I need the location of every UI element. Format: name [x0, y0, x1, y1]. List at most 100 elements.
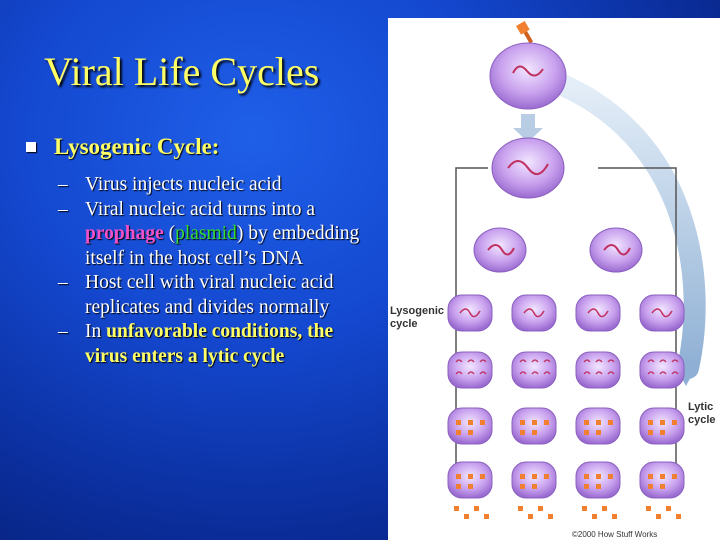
- host-cell-icon: [511, 407, 557, 445]
- viral-fragment-icon: [543, 371, 551, 375]
- unfavorable-conditions-term: unfavorable conditions, the virus enters…: [85, 321, 334, 367]
- viral-fragment-icon: [659, 359, 667, 363]
- phage-icon: [596, 474, 601, 479]
- phage-icon: [456, 474, 461, 479]
- lysogenic-label-1: Lysogenic: [390, 305, 444, 317]
- phage-icon: [532, 484, 537, 489]
- bullet-text: ) by embedding itself in the host cell’s…: [85, 223, 360, 269]
- sub-bullet-2: – Viral nucleic acid turns into a propha…: [58, 198, 378, 272]
- viral-dna-icon: [487, 244, 515, 256]
- sub-bullet-list: – Virus injects nucleic acid – Viral nuc…: [58, 173, 378, 369]
- bullet-text: (: [163, 223, 176, 244]
- phage-icon: [648, 420, 653, 425]
- viral-life-cycle-diagram: Lysogenic cycle Lytic cycle ©2000 How St…: [388, 18, 720, 540]
- viral-dna-icon: [587, 308, 609, 318]
- phage-icon: [660, 430, 665, 435]
- viral-fragment-icon: [583, 371, 591, 375]
- host-cell-icon: [511, 461, 557, 499]
- phage-icon: [520, 430, 525, 435]
- viral-fragment-icon: [671, 359, 679, 363]
- host-cell-icon: [447, 461, 493, 499]
- phage-icon: [660, 474, 665, 479]
- plasmid-term: plasmid: [175, 223, 237, 244]
- viral-fragment-icon: [531, 359, 539, 363]
- infected-cell-icon: [489, 42, 567, 110]
- phage-icon: [520, 484, 525, 489]
- released-phage-icon: [484, 514, 489, 519]
- released-phage-icon: [612, 514, 617, 519]
- viral-fragment-icon: [467, 371, 475, 375]
- viral-fragment-icon: [455, 371, 463, 375]
- phage-icon: [456, 430, 461, 435]
- viral-dna-icon: [459, 308, 481, 318]
- dash-marker: –: [58, 321, 68, 342]
- phage-icon: [584, 430, 589, 435]
- phage-icon: [596, 430, 601, 435]
- released-phage-icon: [656, 514, 661, 519]
- phage-icon: [468, 420, 473, 425]
- phage-icon: [608, 420, 613, 425]
- viral-fragment-icon: [479, 371, 487, 375]
- slide-title: Viral Life Cycles: [44, 49, 320, 94]
- host-cell-icon: [447, 351, 493, 389]
- phage-icon: [648, 484, 653, 489]
- phage-icon: [456, 484, 461, 489]
- released-phage-icon: [528, 514, 533, 519]
- phage-icon: [532, 430, 537, 435]
- phage-icon: [480, 474, 485, 479]
- viral-dna-icon: [603, 244, 631, 256]
- released-phage-icon: [538, 506, 543, 511]
- lytic-label-1: Lytic: [688, 401, 713, 413]
- lytic-label-2: cycle: [688, 414, 716, 426]
- copyright-text: ©2000 How Stuff Works: [572, 530, 657, 539]
- viral-fragment-icon: [671, 371, 679, 375]
- viral-fragment-icon: [595, 371, 603, 375]
- viral-fragment-icon: [519, 359, 527, 363]
- viral-dna-icon: [507, 160, 549, 175]
- phage-icon: [520, 474, 525, 479]
- viral-fragment-icon: [659, 371, 667, 375]
- viral-fragment-icon: [519, 371, 527, 375]
- viral-fragment-icon: [647, 359, 655, 363]
- released-phage-icon: [454, 506, 459, 511]
- released-phage-icon: [602, 506, 607, 511]
- phage-icon: [520, 420, 525, 425]
- phage-icon: [648, 474, 653, 479]
- diagram-svg: Lysogenic cycle Lytic cycle ©2000 How St…: [390, 21, 716, 539]
- bullet-text: In: [85, 321, 107, 342]
- phage-icon: [456, 420, 461, 425]
- sub-bullet-4: – In unfavorable conditions, the virus e…: [58, 320, 378, 369]
- viral-fragment-icon: [595, 359, 603, 363]
- viral-fragment-icon: [543, 359, 551, 363]
- viral-fragment-icon: [647, 371, 655, 375]
- dividing-cell-icon: [473, 227, 527, 273]
- released-phage-icon: [474, 506, 479, 511]
- released-phage-icon: [518, 506, 523, 511]
- dash-marker: –: [58, 174, 68, 195]
- phage-icon: [480, 420, 485, 425]
- dash-marker: –: [58, 198, 68, 220]
- viral-fragment-icon: [479, 359, 487, 363]
- phage-icon: [608, 474, 613, 479]
- phage-icon: [544, 420, 549, 425]
- host-cell-icon: [575, 351, 621, 389]
- viral-fragment-icon: [455, 359, 463, 363]
- phage-icon: [672, 420, 677, 425]
- phage-icon: [532, 420, 537, 425]
- released-phage-icon: [548, 514, 553, 519]
- released-phage-icon: [592, 514, 597, 519]
- viral-fragment-icon: [607, 371, 615, 375]
- viral-fragment-icon: [583, 359, 591, 363]
- phage-icon: [584, 484, 589, 489]
- phage-icon: [596, 484, 601, 489]
- cell-grid: [447, 294, 685, 519]
- host-cell-icon: [639, 461, 685, 499]
- dividing-cell-icon: [589, 227, 643, 273]
- bullet-heading: Lysogenic Cycle:: [54, 134, 220, 159]
- released-phage-icon: [666, 506, 671, 511]
- released-phage-icon: [676, 514, 681, 519]
- phage-icon: [584, 474, 589, 479]
- phage-icon: [468, 484, 473, 489]
- bullet-text: Viral nucleic acid turns into a: [85, 198, 316, 220]
- prophage-term: prophage: [85, 223, 164, 244]
